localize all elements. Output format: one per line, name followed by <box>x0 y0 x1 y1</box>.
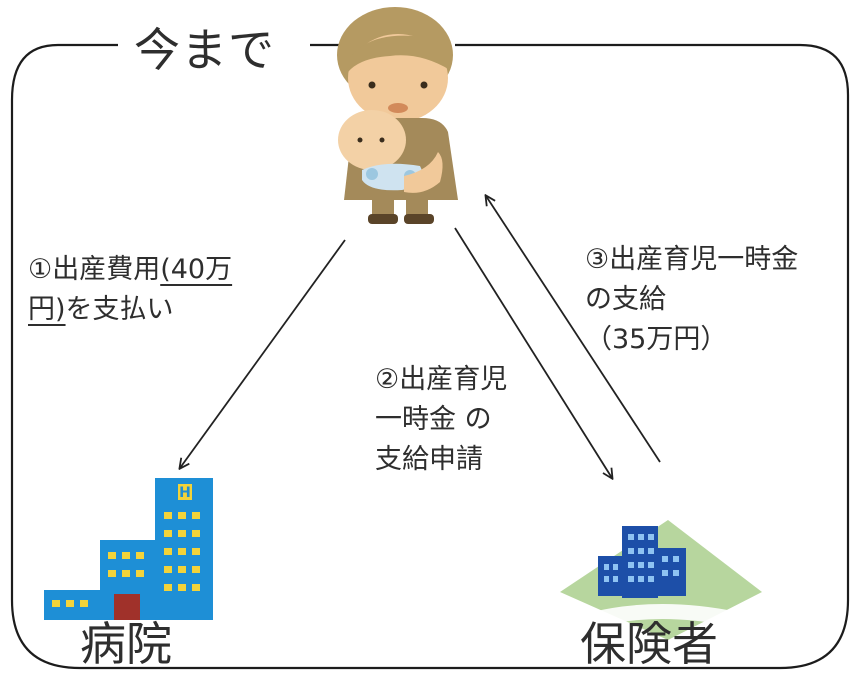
step1-amount-part1: (40万 <box>160 254 233 285</box>
svg-text:H: H <box>179 485 191 501</box>
step3-line1: ③出産育児一時金 <box>585 244 799 275</box>
step3-line2: の支給 <box>585 284 666 315</box>
diagram-title: 今まで <box>134 23 275 77</box>
step2-application-label: ②出産育児 一時金 の 支給申請 <box>375 360 507 480</box>
step2-line3: 支給申請 <box>375 444 483 475</box>
insurer-office-building-icon <box>560 520 762 640</box>
arrow-payment-to-hospital <box>180 239 346 468</box>
step2-line2: 一時金 の <box>375 404 492 435</box>
arrow-application-to-insurer <box>454 227 612 478</box>
hospital-label: 病院 <box>80 617 172 671</box>
step3-benefit-label: ③出産育児一時金 の支給 （35万円） <box>585 240 798 360</box>
arrow-benefit-to-parent <box>486 196 661 463</box>
step1-amount-part2: 円) <box>28 294 66 325</box>
frame-border <box>10 43 850 670</box>
step1-line1a: ①出産費用 <box>28 254 161 285</box>
step1-payment-label: ①出産費用(40万 円)を支払い <box>28 250 232 330</box>
parent-with-baby-icon <box>337 7 458 224</box>
step2-line1: ②出産育児 <box>375 364 508 395</box>
step3-line3: （35万円） <box>585 324 728 355</box>
insurer-label: 保険者 <box>580 617 718 671</box>
step1-line2b: を支払い <box>65 294 174 325</box>
hospital-building-icon: H <box>44 478 213 620</box>
